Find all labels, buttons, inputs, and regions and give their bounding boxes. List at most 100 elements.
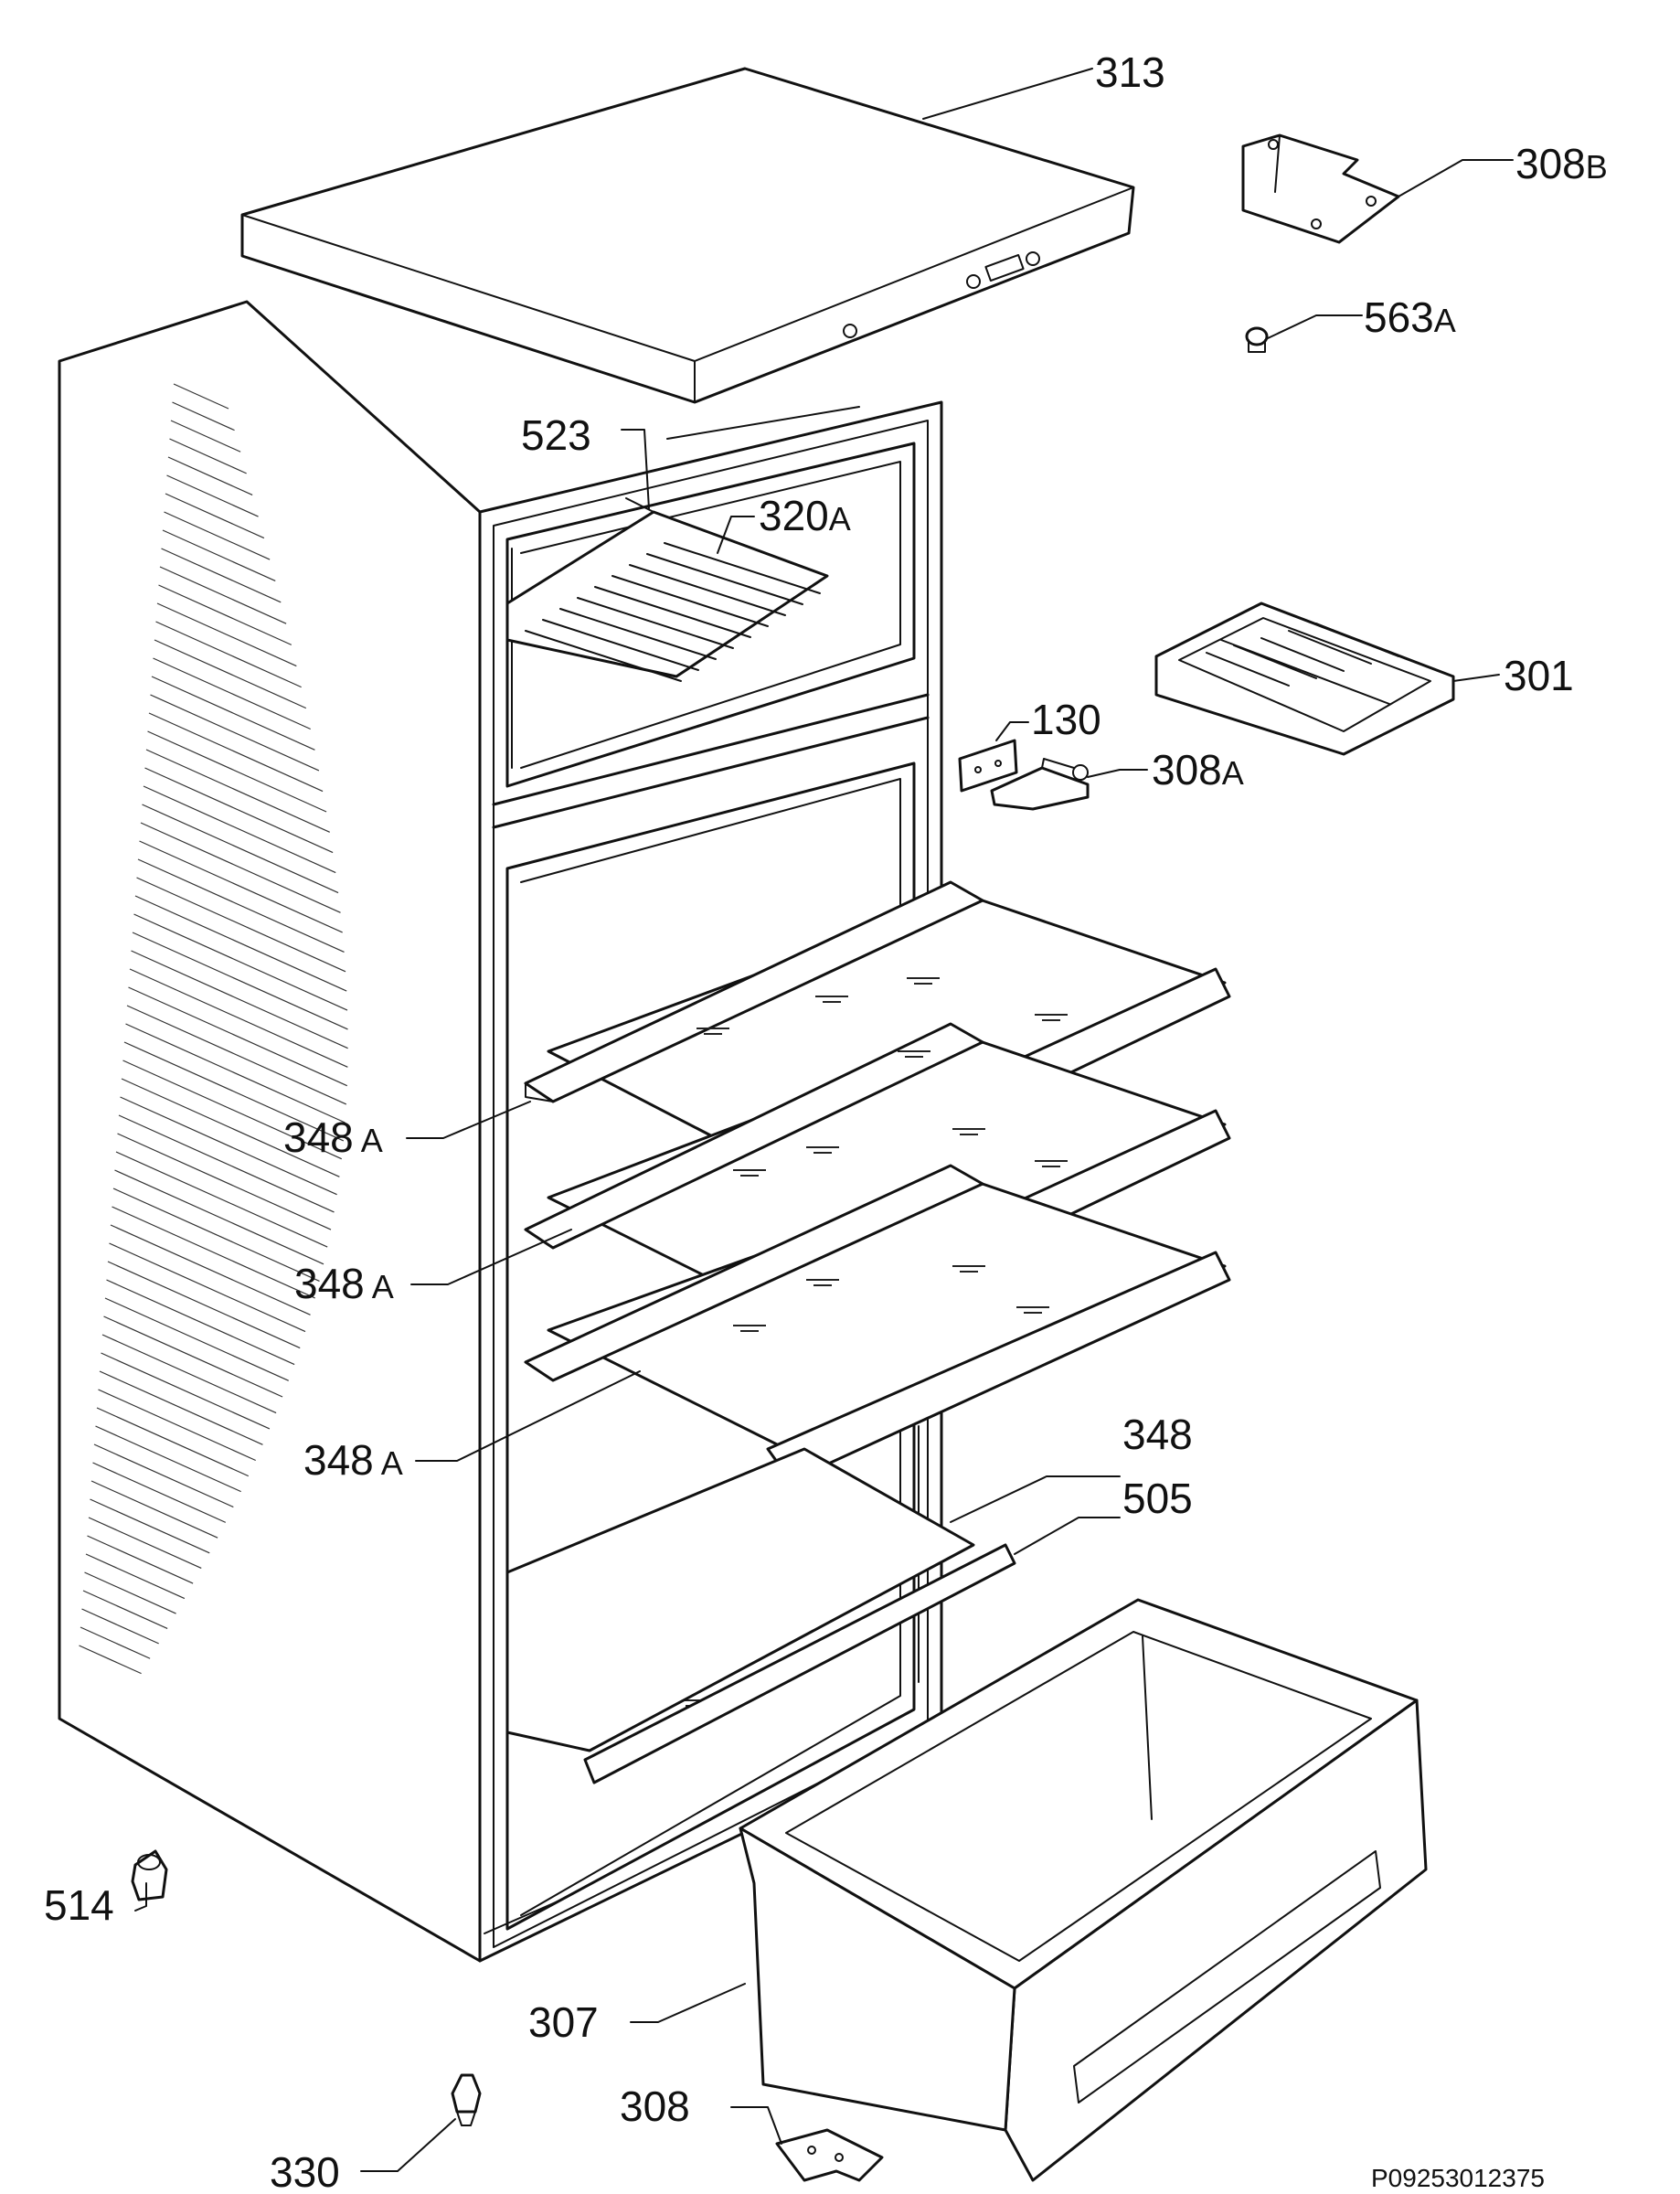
- stroke-mark: [133, 913, 348, 1011]
- stroke-mark: [151, 676, 315, 751]
- stroke-mark: [132, 932, 348, 1030]
- stroke-mark: [525, 630, 682, 682]
- stroke-mark: [114, 1169, 324, 1265]
- drawing-code: P09253012375: [1371, 2164, 1545, 2192]
- stroke-mark: [117, 1133, 332, 1230]
- grid-bars: [525, 542, 821, 682]
- stroke-mark: [646, 553, 803, 605]
- stroke-mark: [101, 1352, 271, 1430]
- stroke-mark: [92, 1462, 227, 1523]
- stroke-mark: [1260, 637, 1345, 672]
- stroke-mark: [131, 950, 348, 1049]
- stroke-mark: [112, 1188, 320, 1283]
- part-320a-freezer-grid: [505, 497, 829, 682]
- stroke-mark: [172, 401, 235, 431]
- stroke-mark: [128, 986, 348, 1087]
- label-523: 523: [521, 411, 591, 459]
- stroke-mark: [156, 602, 297, 667]
- stroke-mark: [145, 749, 330, 833]
- stroke-mark: [1288, 630, 1372, 665]
- part-313-top-cover: [240, 67, 1135, 404]
- stroke-mark: [169, 438, 247, 474]
- stroke-mark: [109, 1242, 306, 1333]
- stroke-mark: [120, 1096, 337, 1196]
- stroke-mark: [106, 1279, 295, 1366]
- stroke-mark: [144, 767, 334, 854]
- stroke-mark: [134, 895, 347, 992]
- stroke-mark: [90, 1498, 210, 1554]
- stroke-mark: [159, 566, 287, 624]
- stroke-mark: [153, 657, 311, 730]
- stroke-mark: [577, 597, 734, 649]
- leader-lines: [134, 68, 1514, 2172]
- ice-tray-cells: [1206, 623, 1399, 705]
- stroke-mark: [88, 1517, 202, 1570]
- stroke-mark: [90, 1480, 218, 1539]
- stroke-mark: [85, 1553, 186, 1600]
- stroke-mark: [121, 1078, 340, 1177]
- part-330-screw: [451, 2073, 482, 2126]
- label-308: 308: [620, 2082, 690, 2130]
- part-307-crisper-drawer: [739, 1598, 1428, 2182]
- stroke-mark: [107, 1261, 301, 1349]
- stroke-mark: [129, 968, 348, 1068]
- part-130-plate: [958, 739, 1018, 793]
- stroke-mark: [112, 1206, 315, 1299]
- stroke-mark: [161, 548, 282, 603]
- part-308b-bracket: [1241, 133, 1400, 244]
- stroke-mark: [139, 840, 343, 933]
- stroke-mark: [104, 1297, 289, 1381]
- stroke-mark: [96, 1407, 250, 1477]
- stroke-mark: [79, 1645, 142, 1675]
- label-307: 307: [528, 1998, 599, 2046]
- stroke-mark: [559, 608, 717, 660]
- stroke-mark: [80, 1626, 151, 1659]
- stroke-mark: [611, 575, 769, 627]
- label-308a: 308A: [1152, 746, 1244, 793]
- stroke-mark: [103, 1315, 283, 1398]
- stroke-mark: [170, 420, 241, 453]
- stroke-mark: [158, 584, 292, 645]
- label-308b: 308B: [1515, 140, 1608, 187]
- label-330: 330: [270, 2148, 340, 2194]
- label-313: 313: [1095, 48, 1165, 96]
- cabinet: [58, 300, 943, 1963]
- part-348-bottom-glass: [505, 1447, 975, 1752]
- part-348a-shelf-3: [524, 1164, 1231, 1483]
- stroke-mark: [162, 529, 276, 582]
- stroke-mark: [629, 564, 786, 616]
- stroke-mark: [167, 456, 253, 496]
- stroke-mark: [142, 804, 339, 894]
- stroke-mark: [150, 694, 320, 772]
- stroke-mark: [136, 877, 346, 973]
- stroke-mark: [137, 858, 345, 953]
- stroke-mark: [1315, 623, 1399, 657]
- stroke-mark: [147, 730, 327, 813]
- label-348: 348: [1122, 1411, 1193, 1458]
- stroke-mark: [664, 542, 821, 594]
- stroke-mark: [542, 619, 699, 671]
- stroke-mark: [154, 639, 307, 709]
- stroke-mark: [110, 1224, 311, 1315]
- label-514: 514: [44, 1881, 114, 1929]
- part-308a-hinge: [990, 758, 1090, 811]
- stroke-mark: [118, 1114, 335, 1213]
- stroke-mark: [140, 822, 341, 913]
- stroke-mark: [95, 1425, 241, 1493]
- stroke-mark: [1220, 639, 1390, 705]
- part-301-ice-tray: [1154, 602, 1455, 756]
- stroke-mark: [155, 621, 302, 688]
- stroke-mark: [126, 1005, 347, 1105]
- part-563a-screw: [1245, 326, 1269, 353]
- part-505-trim: [583, 1543, 1016, 1784]
- stroke-mark: [173, 383, 229, 410]
- label-130: 130: [1031, 696, 1101, 743]
- stroke-mark: [148, 712, 324, 793]
- stroke-mark: [101, 1334, 277, 1414]
- stroke-mark: [93, 1443, 234, 1508]
- stroke-mark: [81, 1608, 159, 1645]
